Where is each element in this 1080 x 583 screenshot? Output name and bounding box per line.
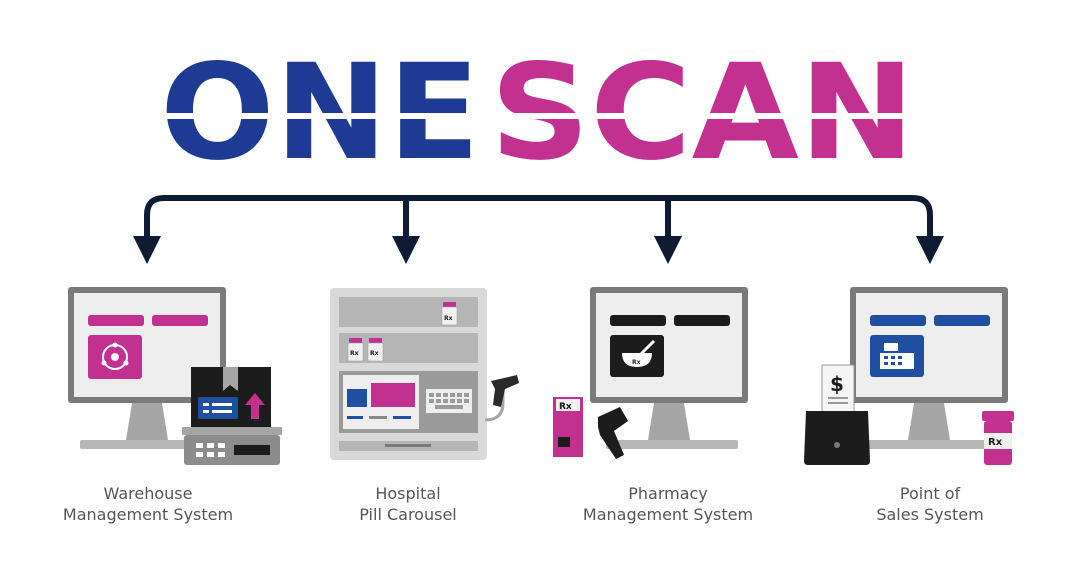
screen-line: [393, 416, 411, 419]
pill-bottle-cap: [982, 411, 1014, 421]
pill-carousel-illustration: Rx Rx Rx: [330, 288, 519, 460]
hub-node: [101, 360, 107, 366]
caption-line2: Management System: [62, 505, 234, 524]
caption-pharmacy: Pharmacy Management System: [558, 483, 778, 525]
rx-text: Rx: [370, 350, 379, 357]
connector-bar: [144, 195, 933, 240]
label-line: [203, 403, 209, 406]
up-arrow-icon: [245, 393, 265, 419]
barcode-scanner-icon: [491, 375, 519, 407]
pestle: [638, 339, 656, 357]
receipt-paper: [821, 364, 855, 414]
receipt-line: [828, 402, 848, 404]
barcode-scanner-icon: [598, 407, 628, 459]
scale-body: [184, 435, 280, 465]
drawer-handle: [385, 444, 431, 447]
logo-slice-line: [160, 113, 920, 119]
pos-illustration: $ Rx: [804, 287, 1014, 465]
screen-bar: [610, 315, 666, 326]
monitor-stand: [126, 403, 168, 440]
caption-warehouse: Warehouse Management System: [38, 483, 258, 525]
caption-line1: Warehouse: [103, 484, 193, 503]
logo-one-text: ONE: [160, 55, 480, 170]
screen-block: [347, 389, 367, 407]
arrowhead-pos: [916, 236, 944, 264]
pill-bottle: Rx: [367, 338, 384, 362]
pill-bottle: Rx: [441, 302, 458, 326]
pill-bottle: Rx: [347, 338, 364, 362]
mortar-bowl: [622, 353, 652, 367]
arrowhead-hospital: [392, 236, 420, 264]
caption-pos: Point of Sales System: [820, 483, 1040, 525]
register-top: [884, 343, 898, 351]
register-body: [880, 353, 914, 369]
caption-line2: Sales System: [876, 505, 984, 524]
label-line: [212, 403, 232, 406]
monitor-base: [864, 440, 996, 449]
pill-bottle-label: [984, 433, 1012, 449]
caption-line1: Pharmacy: [628, 484, 708, 503]
monitor-base: [606, 440, 738, 449]
screen-bar: [674, 315, 730, 326]
rx-text: Rx: [988, 437, 1003, 448]
onescan-logo: ONE SCAN: [160, 55, 920, 170]
register-keys: [884, 356, 902, 365]
monitor-stand: [648, 403, 690, 440]
label-line: [212, 410, 232, 413]
arrowhead-pharmacy: [654, 236, 682, 264]
terminal-light: [834, 442, 840, 448]
warehouse-illustration: [68, 287, 282, 465]
keyboard-keys: [429, 393, 469, 409]
hub-node: [112, 342, 118, 348]
screen-bar: [934, 315, 990, 326]
caption-line1: Hospital: [375, 484, 441, 503]
scanner-cable: [484, 391, 505, 422]
rx-text: Rx: [444, 315, 453, 322]
caption-hospital: Hospital Pill Carousel: [298, 483, 518, 525]
scale-keypad: [196, 443, 270, 457]
monitor-stand: [908, 403, 950, 440]
screen-bar: [152, 315, 208, 326]
screen-bar: [870, 315, 926, 326]
arrowhead-warehouse: [133, 236, 161, 264]
screen-bar: [88, 315, 144, 326]
hub-node: [123, 360, 129, 366]
monitor-base: [80, 440, 212, 449]
screen-line: [347, 416, 363, 419]
scale-platform: [182, 427, 282, 435]
pharmacy-illustration: Rx Rx: [553, 287, 748, 459]
rx-box-label: [556, 399, 580, 411]
caption-line2: Management System: [582, 505, 754, 524]
caption-line1: Point of: [899, 484, 961, 503]
rx-box-barcode: [558, 437, 570, 447]
hub-node: [111, 353, 119, 361]
dollar-sign: $: [830, 372, 844, 396]
package-tape: [223, 367, 238, 391]
rx-text: Rx: [559, 402, 572, 412]
caption-line2: Pill Carousel: [359, 505, 457, 524]
label-line: [203, 410, 209, 413]
logo-scan-text: SCAN: [490, 55, 915, 170]
screen-block: [371, 383, 415, 407]
screen-line: [369, 416, 387, 419]
card-terminal: [804, 411, 870, 465]
rx-text: Rx: [632, 359, 641, 366]
receipt-line: [828, 397, 848, 399]
package-label: [198, 397, 238, 419]
rx-text: Rx: [350, 350, 359, 357]
